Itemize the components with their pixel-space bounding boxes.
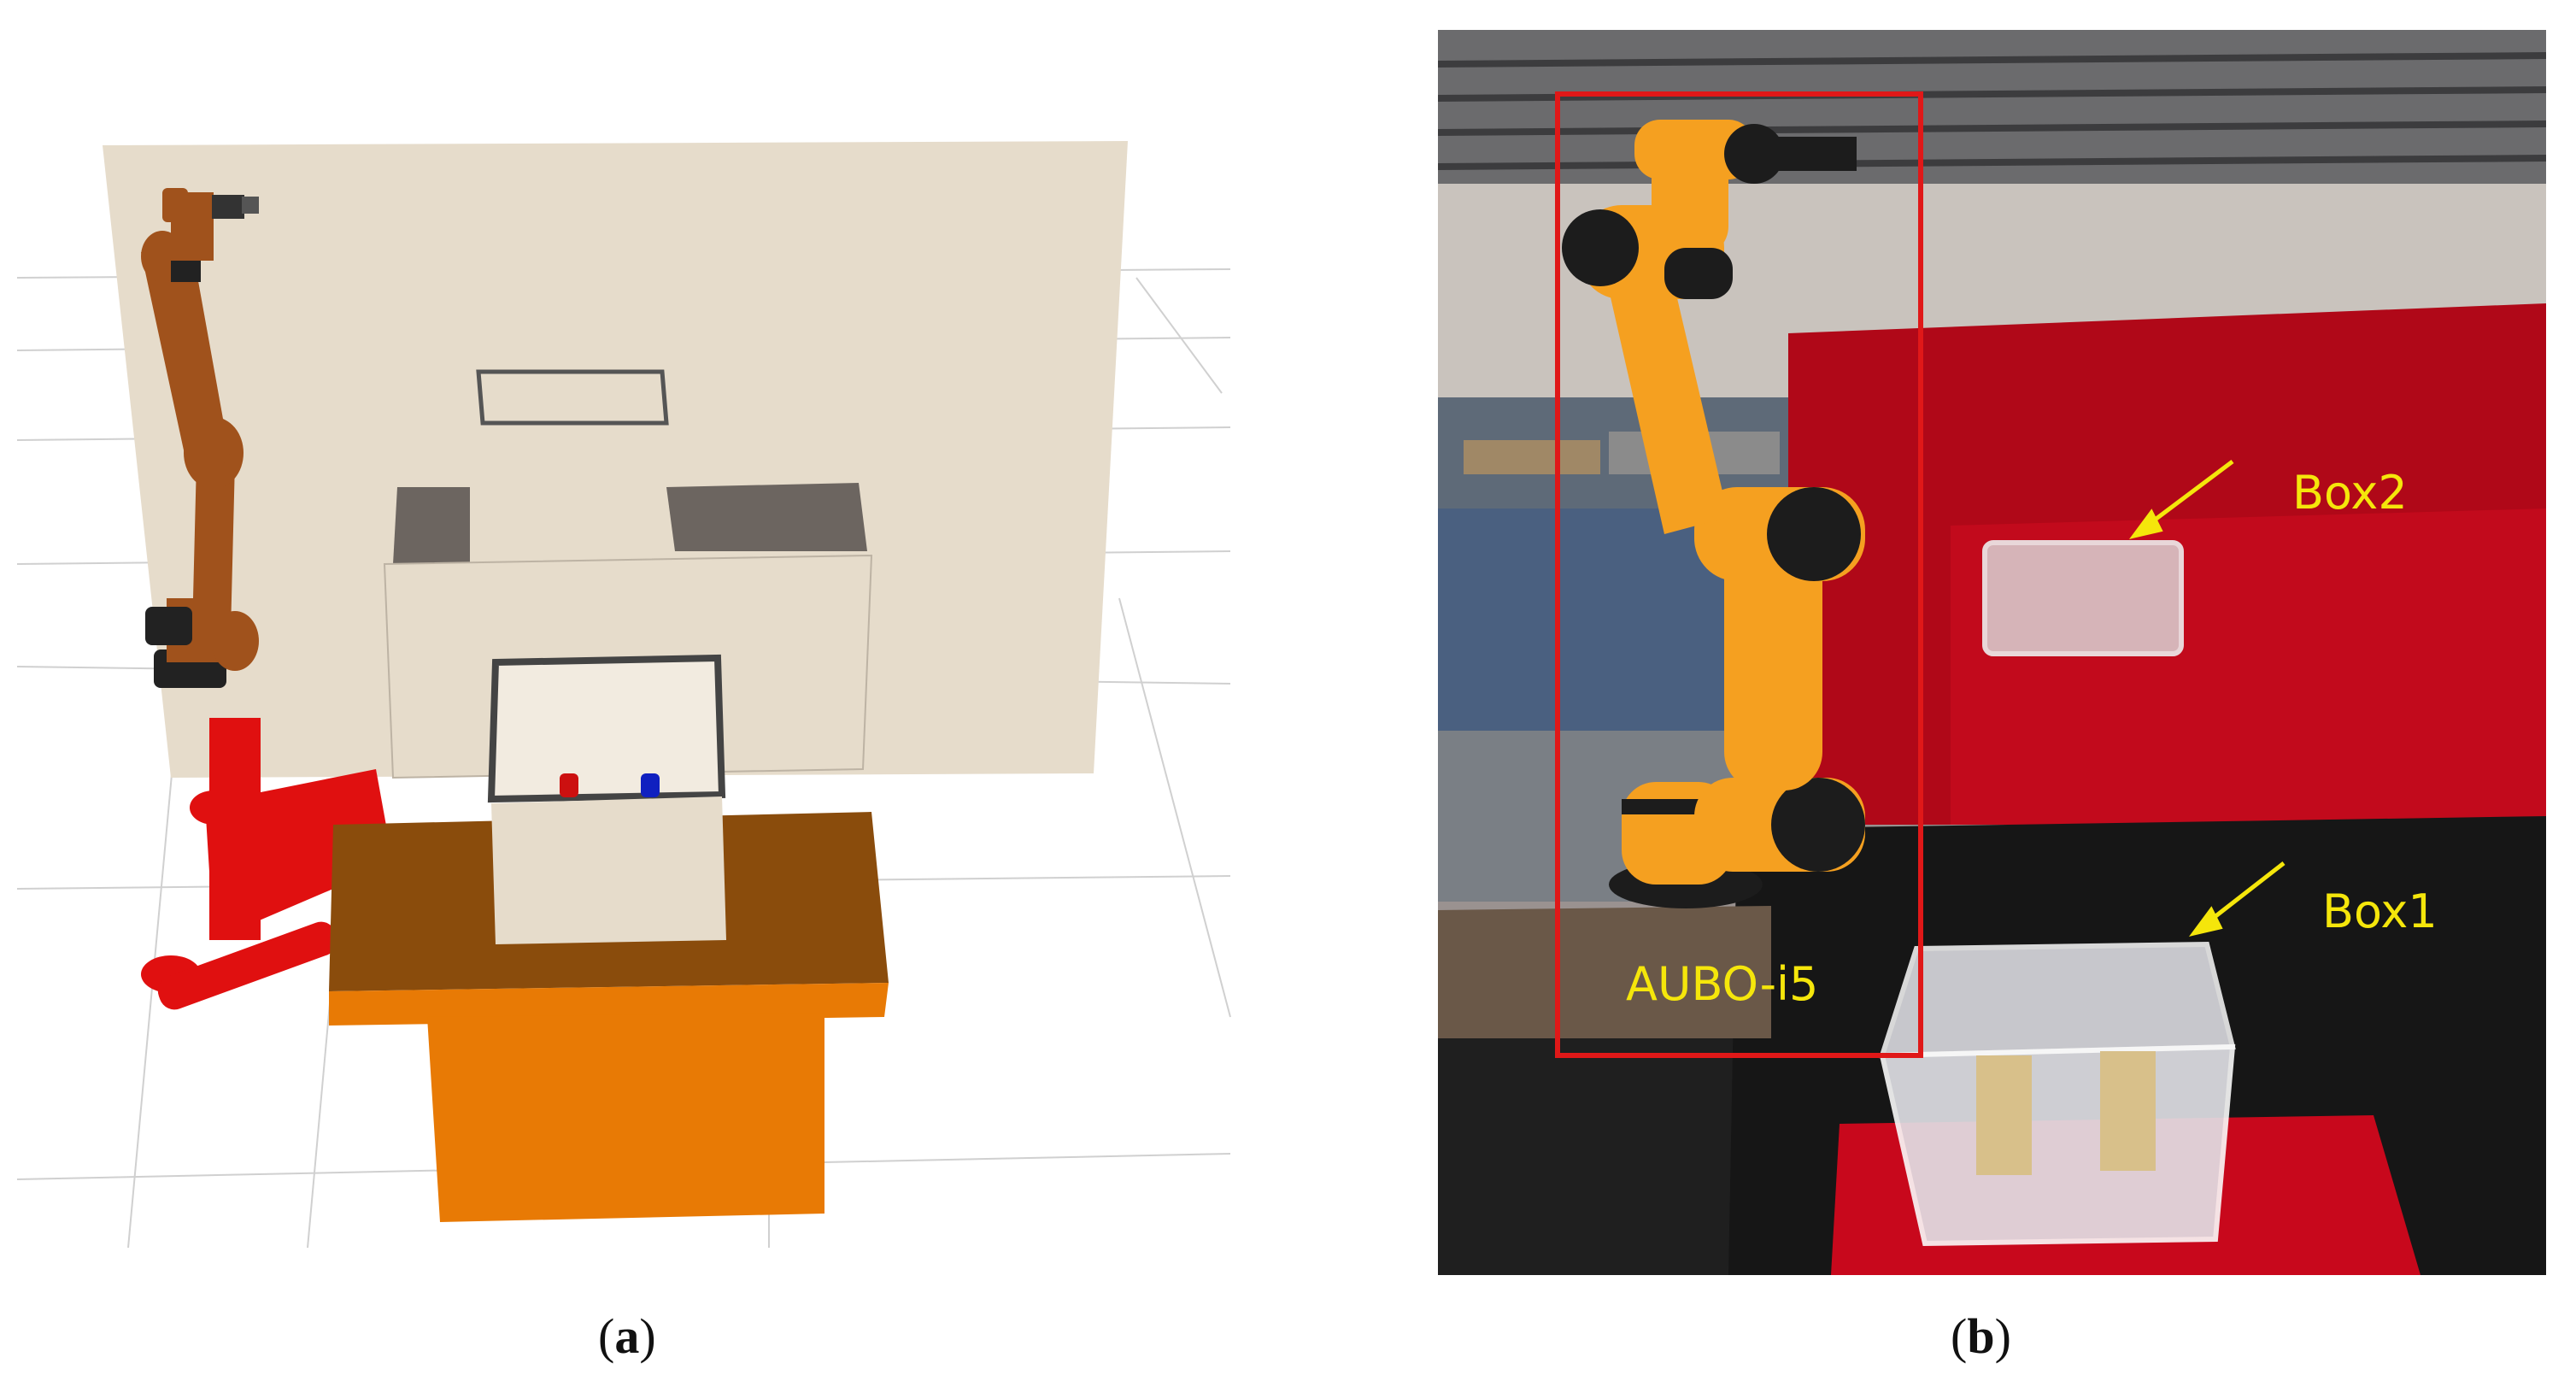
real-scene-panel: Box2 Box1 AUBO-i5 (1438, 30, 2546, 1275)
simulation-panel (17, 120, 1239, 1256)
robot-label: AUBO-i5 (1626, 957, 1819, 1011)
real-scene (1438, 30, 2546, 1275)
wooden-block-right (2100, 1051, 2156, 1171)
simulation-scene (17, 141, 1231, 1249)
wooden-block-left (1976, 1055, 2032, 1175)
table-body (427, 1013, 824, 1222)
shelf-side-right (666, 483, 867, 551)
caption-a-letter: a (614, 1308, 640, 1364)
caption-b: (b) (1951, 1308, 2011, 1364)
box2-label: Box2 (2292, 466, 2408, 520)
box-front (491, 796, 726, 944)
shelf-side-left (393, 487, 470, 568)
caption-a: (a) (598, 1308, 656, 1364)
caption-b-letter: b (1967, 1308, 1995, 1364)
red-object (560, 773, 578, 797)
shelf-boxes (1464, 440, 1600, 474)
box1-body (1879, 1043, 2236, 1247)
robot-arm-real (1562, 120, 1865, 908)
robot-arm (141, 188, 259, 688)
back-wall (103, 141, 1128, 778)
robot-highlight-box (1555, 91, 1923, 1058)
box2-container (1982, 540, 2184, 656)
robot-base (141, 718, 393, 1010)
box1-lid (1878, 941, 2236, 1059)
box-opening (487, 654, 726, 803)
shelf-top (476, 369, 669, 426)
box1-label: Box1 (2322, 885, 2438, 938)
annotation-arrows (2128, 460, 2286, 937)
blue-object (641, 773, 660, 797)
ceiling-slats (1438, 52, 2546, 170)
robot-table (1438, 906, 1771, 1038)
